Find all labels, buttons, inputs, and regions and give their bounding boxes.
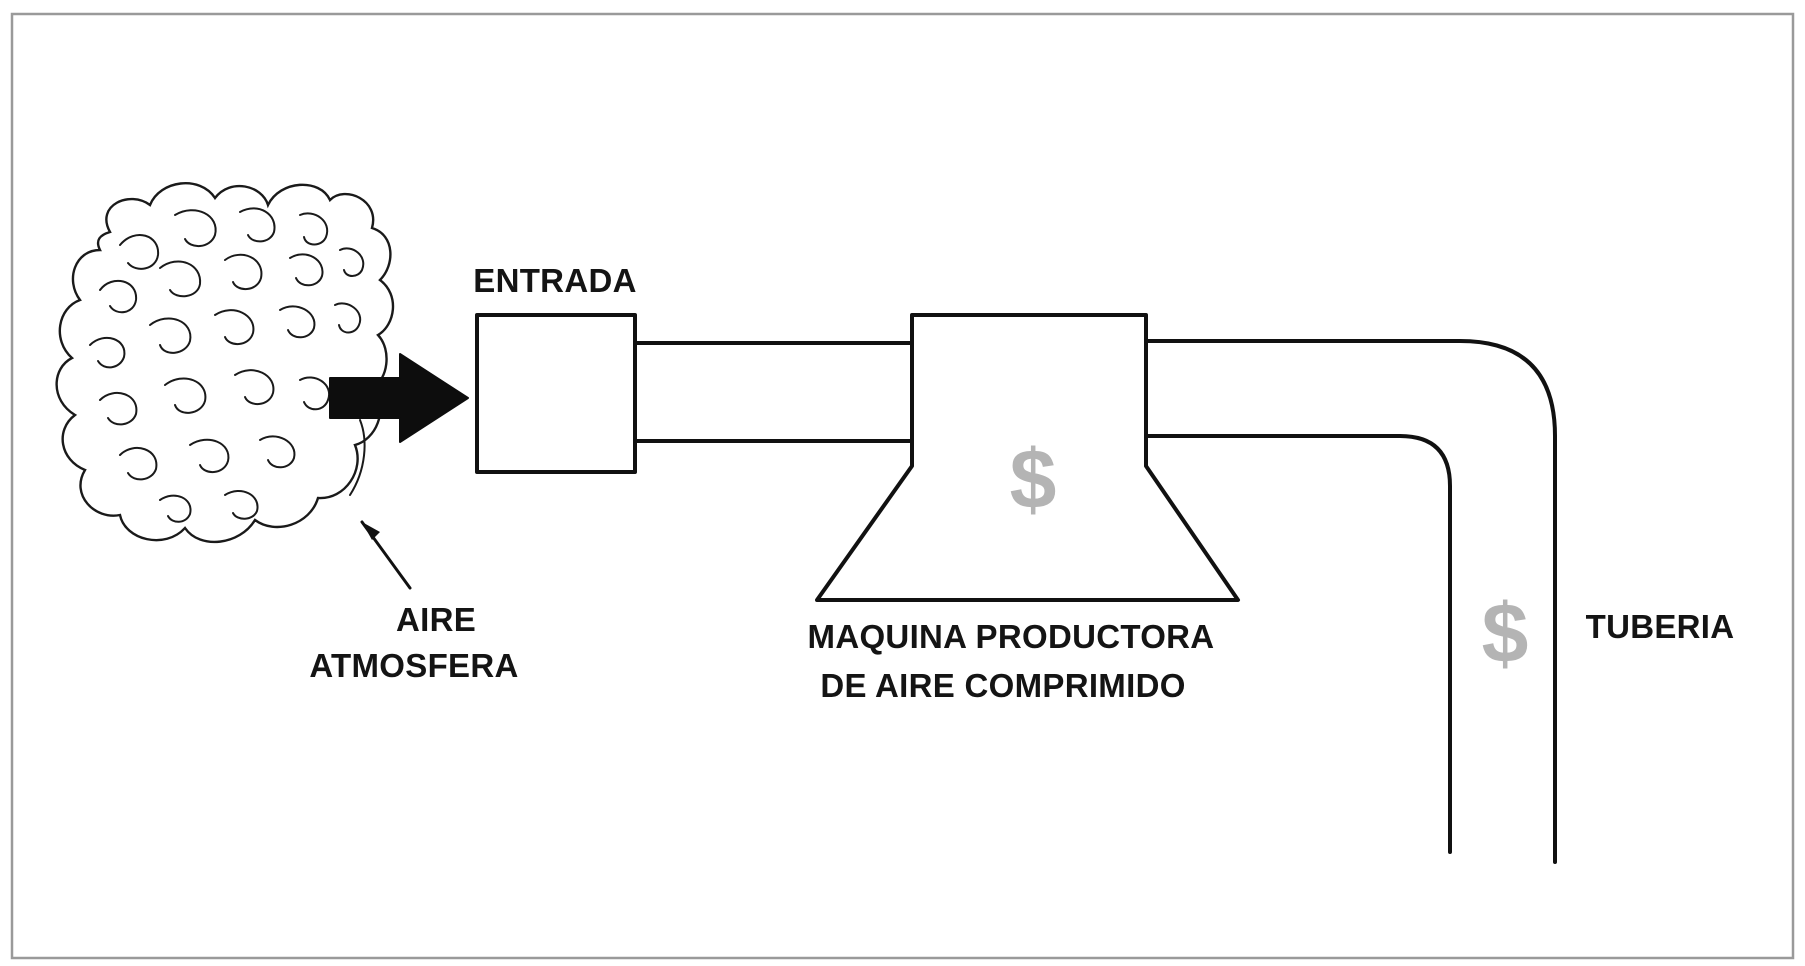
airflow-arrow-icon (329, 353, 469, 443)
maquina-label-line2: DE AIRE COMPRIMIDO (820, 667, 1185, 704)
aire-leader-arrowhead-icon (362, 522, 380, 540)
aire-label-line1: AIRE (396, 601, 476, 638)
outlet-pipe-outer (1144, 339, 1557, 864)
maquina-label-line1: MAQUINA PRODUCTORA (808, 618, 1215, 655)
atmosphere-cloud-icon (55, 182, 395, 544)
entrada-label: ENTRADA (473, 262, 636, 299)
figure-frame (10, 12, 1795, 960)
entrada-box (475, 313, 637, 474)
outlet-pipe-inner (1144, 434, 1452, 854)
pipe-cost-symbol: $ (1482, 586, 1529, 680)
tuberia-label: TUBERIA (1586, 608, 1735, 645)
compressor-machine (815, 313, 1240, 602)
aire-label-line2: ATMOSFERA (309, 647, 518, 684)
machine-cost-symbol: $ (1010, 432, 1057, 526)
